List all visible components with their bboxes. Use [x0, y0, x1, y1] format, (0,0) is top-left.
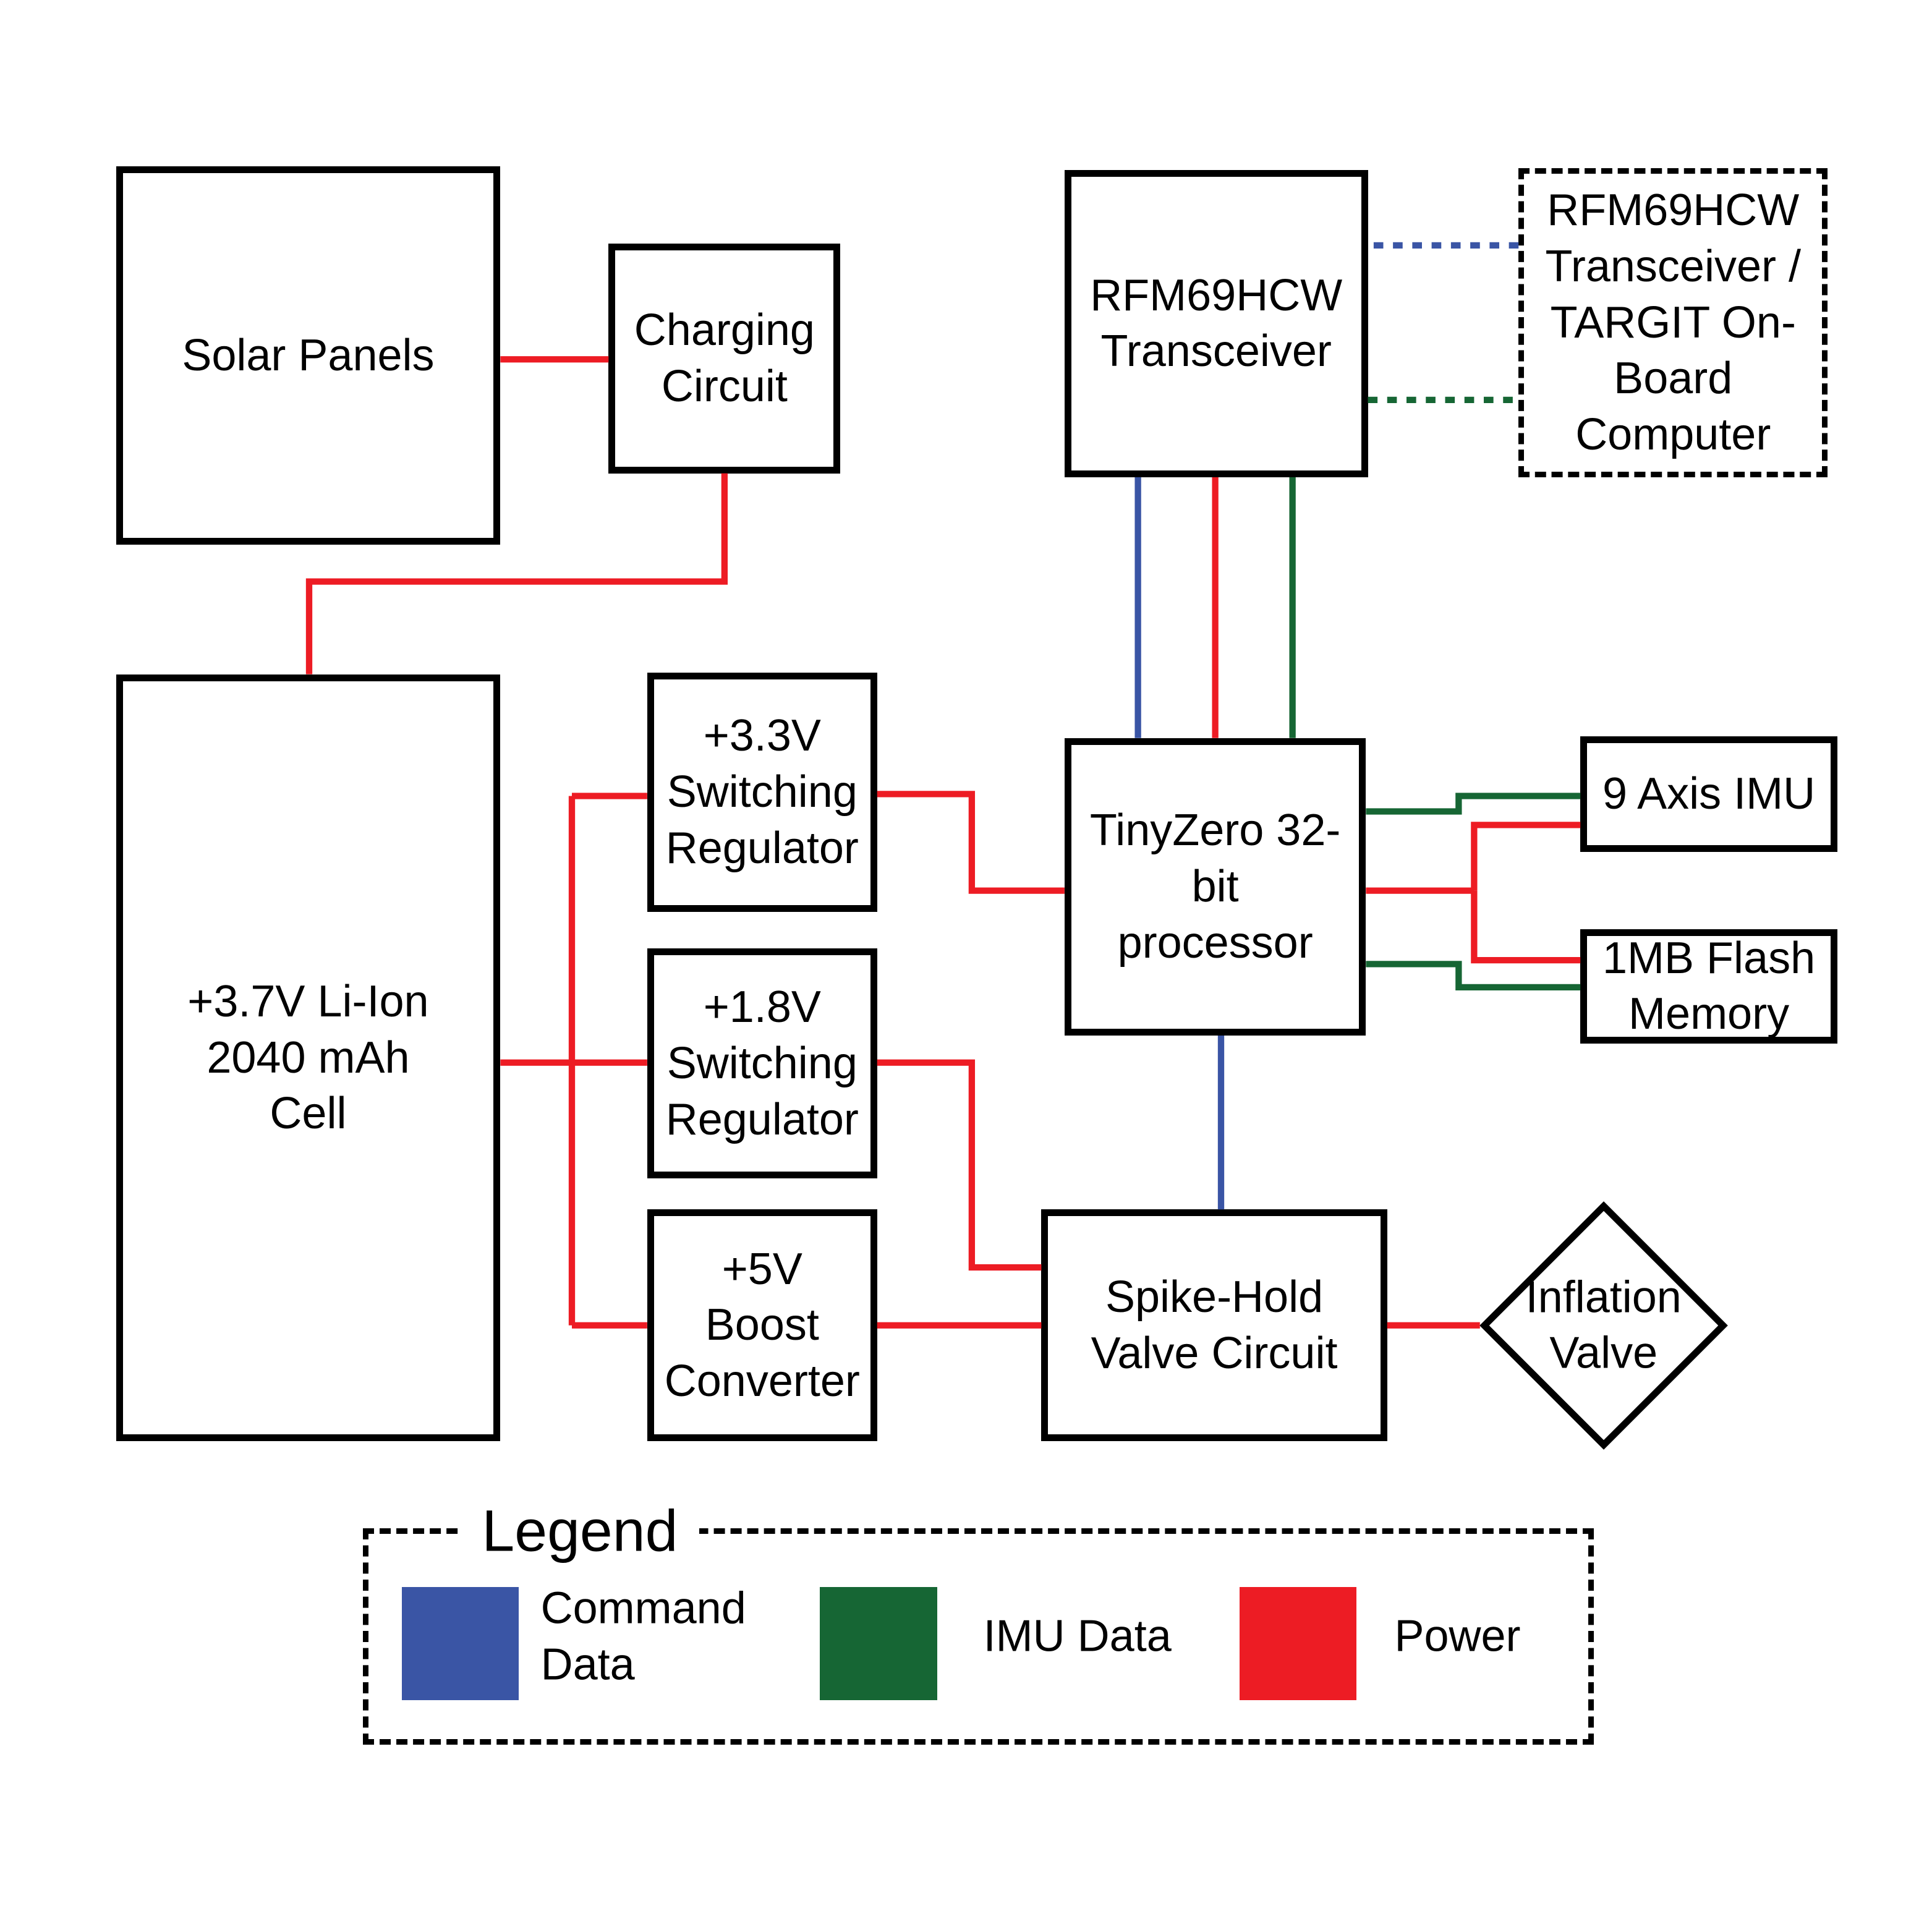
- arrow-1v8-to-spike-hold: [877, 1059, 1042, 1271]
- legend-swatch-command-data: [401, 1587, 519, 1700]
- node-ground-transceiver-onboard-computer: RFM69HCW Transceiver / TARGIT On- Board …: [1518, 168, 1828, 477]
- arrow-tinyzero-to-flash-power: [1471, 890, 1581, 964]
- node-5v-boost-converter: +5V Boost Converter: [647, 1209, 877, 1442]
- node-charging-circuit: Charging Circuit: [608, 243, 841, 474]
- legend-box: Legend Command Data IMU Data Power: [363, 1499, 1594, 1745]
- legend-label-imu-data: IMU Data: [983, 1611, 1172, 1661]
- node-solar-panels: Solar Panels: [116, 166, 501, 545]
- node-9-axis-imu: 9 Axis IMU: [1580, 736, 1837, 853]
- arrow-3v3-to-tinyzero: [877, 791, 1065, 894]
- legend-title: Legend: [460, 1499, 700, 1564]
- node-1v8-switching-regulator: +1.8V Switching Regulator: [647, 948, 877, 1179]
- node-liion-battery: +3.7V Li-Ion 2040 mAh Cell: [116, 674, 501, 1442]
- node-rfm69hcw-transceiver: RFM69HCW Transceiver: [1064, 170, 1368, 477]
- arrow-tinyzero-flash-data-bidirectional: [1366, 961, 1581, 991]
- arrow-imu-to-tinyzero-data: [1366, 793, 1581, 815]
- legend-label-power: Power: [1394, 1611, 1521, 1661]
- node-1mb-flash-memory: 1MB Flash Memory: [1580, 929, 1837, 1044]
- node-3v3-switching-regulator: +3.3V Switching Regulator: [647, 672, 877, 912]
- wire-battery-distribution-trunk: [500, 796, 576, 1326]
- arrow-tinyzero-to-imu-power: [1471, 822, 1581, 891]
- legend-swatch-imu-data: [820, 1587, 937, 1700]
- node-tinyzero-processor: TinyZero 32- bit processor: [1064, 738, 1366, 1036]
- legend-swatch-power: [1239, 1587, 1357, 1700]
- inflation-valve-label: Inflation Valve: [1525, 1272, 1682, 1378]
- legend-label-command-data: Command Data: [540, 1583, 746, 1689]
- node-spike-hold-valve-circuit: Spike-Hold Valve Circuit: [1041, 1209, 1387, 1442]
